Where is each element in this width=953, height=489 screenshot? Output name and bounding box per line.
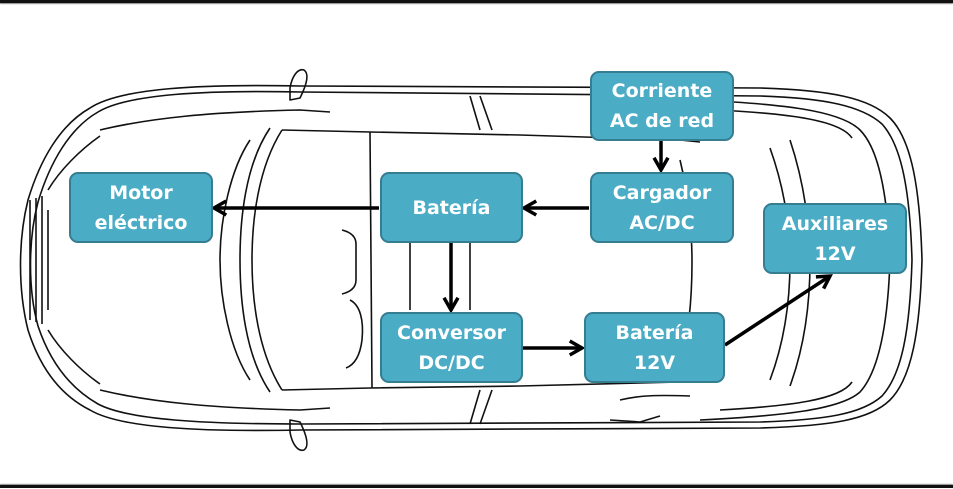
node-label-line: 12V — [814, 242, 856, 265]
node-label-line: AC/DC — [629, 211, 695, 234]
node-label-line: Cargador — [612, 181, 712, 204]
node-label-line: eléctrico — [94, 211, 188, 234]
car-body-inner-outline — [29, 90, 913, 425]
bottom-border-rule — [0, 485, 953, 488]
top-border-rule — [0, 0, 953, 3]
node-cargador-ac-dc: Cargador AC/DC — [590, 172, 734, 243]
node-label-line: DC/DC — [418, 351, 485, 374]
node-corriente-ac-de-red: Corriente AC de red — [590, 71, 734, 141]
node-label-line: Corriente — [611, 80, 713, 102]
node-auxiliares-12v: Auxiliares 12V — [763, 203, 907, 274]
car-body-outline — [19, 84, 923, 432]
node-label-line: Auxiliares — [781, 212, 889, 235]
windshield — [219, 139, 251, 381]
node-label-line: Batería — [412, 196, 491, 219]
arrow-bateria12-to-auxiliares — [724, 274, 833, 347]
node-label-line: Motor — [109, 181, 173, 204]
node-label-line: AC de red — [609, 110, 715, 132]
side-mirror-bottom — [289, 419, 308, 452]
node-label-line: Batería — [615, 321, 694, 344]
node-conversor-dc-dc: Conversor DC/DC — [380, 312, 523, 383]
node-bateria-12v: Batería 12V — [584, 312, 725, 383]
node-motor-electrico: Motor eléctrico — [69, 172, 213, 243]
side-mirror-top — [289, 68, 308, 101]
node-bateria: Batería — [380, 172, 523, 243]
node-label-line: 12V — [633, 351, 676, 374]
node-label-line: Conversor — [397, 321, 506, 344]
